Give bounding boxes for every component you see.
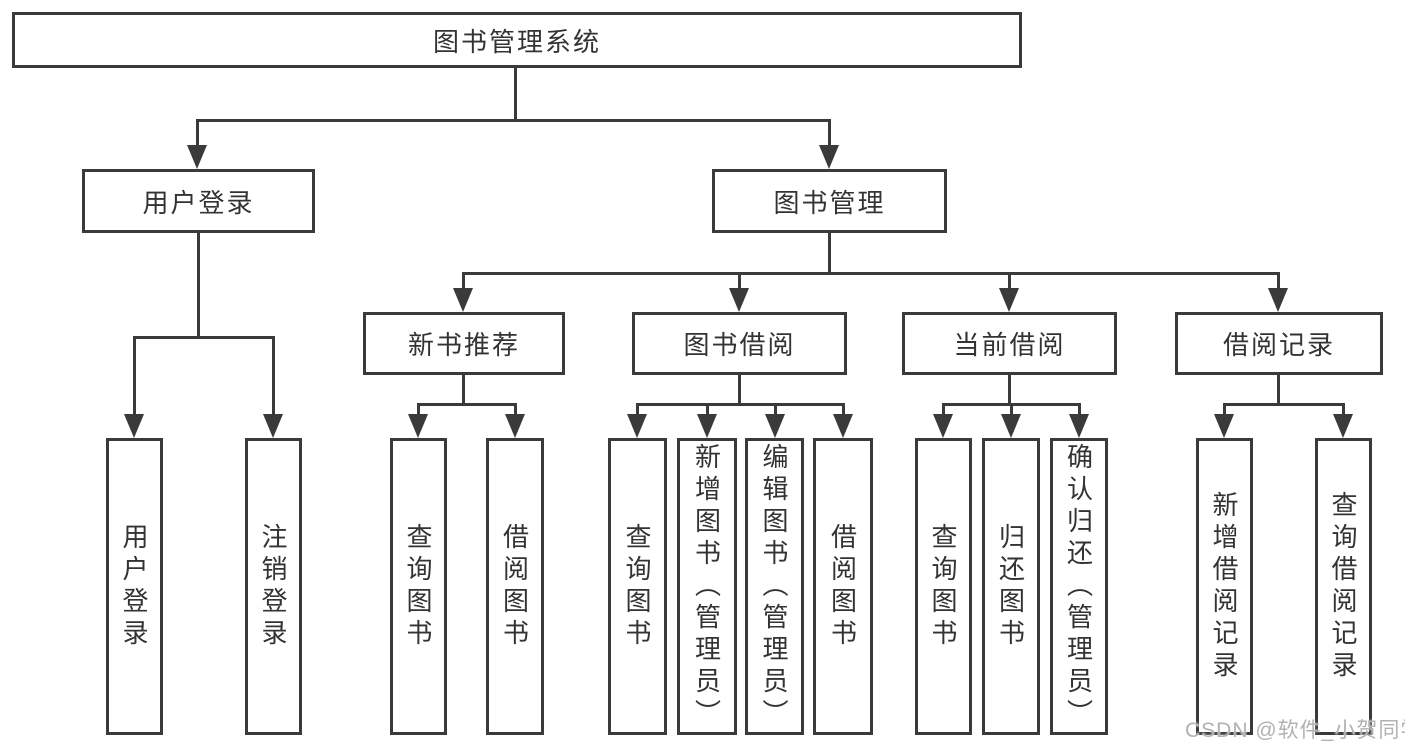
connector-line	[1223, 403, 1226, 417]
connector-line	[1008, 272, 1011, 292]
connector-arrowhead	[999, 288, 1019, 312]
node-label: 图书管理	[773, 187, 886, 218]
connector-line	[636, 403, 639, 417]
leaf-query-book-borrowing: 查询图书	[608, 438, 667, 735]
connector-line	[828, 119, 831, 149]
leaf-query-borrow-record: 查询借阅记录	[1315, 438, 1372, 735]
leaf-label: 借阅图书	[827, 522, 858, 651]
connector-arrowhead	[833, 414, 853, 438]
leaf-label: 查询图书	[622, 522, 652, 651]
leaf-label: 查询图书	[928, 522, 958, 651]
connector-arrowhead	[1268, 288, 1288, 312]
connector-arrowhead	[124, 414, 144, 438]
leaf-add-book-admin: 新增图书（管理员）	[677, 438, 737, 735]
connector-arrowhead	[1001, 414, 1021, 438]
connector-arrowhead	[729, 288, 749, 312]
connector-line	[514, 403, 517, 417]
leaf-label: 查询图书	[403, 522, 433, 651]
connector-line	[1342, 403, 1345, 417]
connector-line	[1223, 403, 1345, 406]
connector-line	[272, 336, 275, 418]
connector-arrowhead	[765, 414, 785, 438]
connector-line	[462, 272, 465, 292]
connector-line	[462, 272, 1280, 275]
connector-line	[774, 403, 777, 417]
connector-line	[462, 375, 465, 403]
node-user-login-group: 用户登录	[82, 169, 315, 233]
connector-line	[417, 403, 420, 417]
connector-line	[828, 233, 831, 273]
connector-line	[706, 403, 709, 417]
node-current-borrowing: 当前借阅	[902, 312, 1117, 375]
connector-line	[196, 119, 199, 149]
node-label: 图书管理系统	[432, 26, 601, 57]
connector-line	[1008, 375, 1011, 403]
connector-arrowhead	[408, 414, 428, 438]
leaf-label: 编辑图书（管理员）	[759, 442, 789, 731]
connector-arrowhead	[263, 414, 283, 438]
leaf-borrow-book: 借阅图书	[813, 438, 873, 735]
node-label: 借阅记录	[1222, 330, 1335, 360]
connector-arrowhead	[505, 414, 525, 438]
node-new-book-recommend: 新书推荐	[363, 312, 565, 375]
connector-line	[636, 403, 845, 406]
connector-line	[738, 375, 741, 403]
leaf-user-login: 用户登录	[106, 438, 163, 735]
connector-arrowhead	[819, 145, 839, 169]
leaf-label: 确认归还（管理员）	[1063, 442, 1094, 731]
leaf-confirm-return-admin: 确认归还（管理员）	[1050, 438, 1108, 735]
connector-line	[197, 233, 200, 336]
leaf-label: 注销登录	[258, 522, 288, 651]
leaf-label: 借阅图书	[499, 522, 530, 651]
connector-line	[1078, 403, 1081, 417]
connector-line	[1277, 272, 1280, 292]
connector-line	[196, 119, 831, 122]
connector-line	[133, 336, 275, 339]
connector-arrowhead	[697, 414, 717, 438]
connector-arrowhead	[453, 288, 473, 312]
node-label: 当前借阅	[953, 330, 1066, 360]
leaf-label: 用户登录	[119, 522, 149, 651]
node-book-borrowing: 图书借阅	[632, 312, 847, 375]
leaf-query-book-recommend: 查询图书	[390, 438, 447, 735]
connector-line	[133, 336, 136, 418]
connector-arrowhead	[187, 145, 207, 169]
connector-arrowhead	[1069, 414, 1089, 438]
connector-line	[842, 403, 845, 417]
node-borrowing-records: 借阅记录	[1175, 312, 1383, 375]
connector-line	[942, 403, 945, 417]
node-label: 图书借阅	[683, 330, 796, 360]
connector-line	[417, 403, 517, 406]
leaf-label: 新增图书（管理员）	[691, 442, 722, 731]
connector-arrowhead	[1333, 414, 1353, 438]
connector-arrowhead	[627, 414, 647, 438]
node-label: 新书推荐	[407, 330, 520, 360]
connector-line	[1010, 403, 1013, 417]
watermark: CSDN @软件_小贺同学	[1185, 719, 1405, 742]
leaf-edit-book-admin: 编辑图书（管理员）	[745, 438, 804, 735]
connector-line	[738, 272, 741, 292]
node-book-management: 图书管理	[712, 169, 947, 233]
leaf-label: 新增借阅记录	[1209, 490, 1239, 683]
node-label: 用户登录	[142, 187, 255, 218]
leaf-logout: 注销登录	[245, 438, 302, 735]
leaf-query-book-current: 查询图书	[915, 438, 972, 735]
leaf-add-borrow-record: 新增借阅记录	[1196, 438, 1253, 735]
connector-line	[1277, 375, 1280, 403]
node-library-system: 图书管理系统	[12, 12, 1022, 68]
leaf-label: 查询借阅记录	[1328, 490, 1358, 683]
connector-arrowhead	[1214, 414, 1234, 438]
leaf-label: 归还图书	[995, 522, 1026, 651]
connector-arrowhead	[933, 414, 953, 438]
leaf-return-book: 归还图书	[982, 438, 1040, 735]
connector-line	[514, 68, 517, 119]
leaf-borrow-book-recommend: 借阅图书	[486, 438, 544, 735]
